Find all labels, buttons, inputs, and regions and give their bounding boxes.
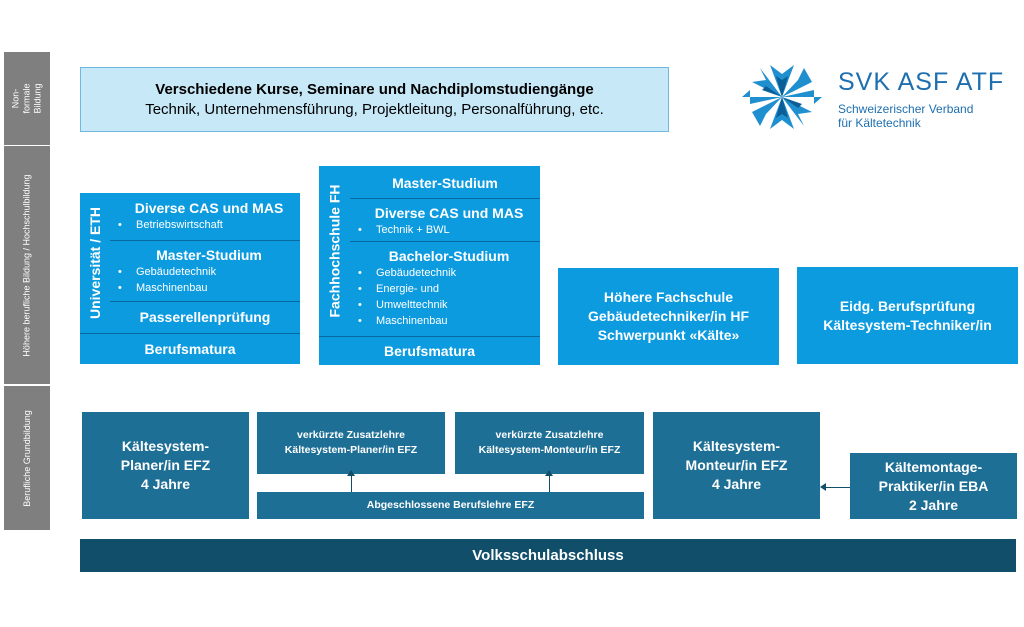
monteur-line3: 4 Jahre bbox=[711, 476, 762, 492]
logo-title: SVK ASF ATF bbox=[838, 68, 1005, 96]
planer-line2: Planer/in EFZ bbox=[120, 457, 211, 473]
side-label-higher-education: Höhere berufliche Bildung / Hochschulbil… bbox=[4, 146, 50, 384]
hf-line3: Schwerpunkt «Kälte» bbox=[597, 327, 740, 343]
hf-block: Höhere Fachschule Gebäudetechniker/in HF… bbox=[558, 268, 779, 365]
fh-label-text: Fachhochschule FH bbox=[326, 184, 343, 318]
bp-line2: Kältesystem-Techniker/in bbox=[823, 316, 992, 333]
uni-master-item: Gebäudetechnik bbox=[118, 264, 300, 280]
uni-master-title: Master-Studium bbox=[156, 247, 262, 263]
uni-cas-item: Betriebswirtschaft bbox=[118, 217, 300, 233]
volksschule-block: Volksschulabschluss bbox=[80, 539, 1016, 572]
fh-separator bbox=[350, 198, 540, 199]
bp-line1: Eidg. Berufsprüfung bbox=[839, 297, 976, 314]
fh-master-title: Master-Studium bbox=[392, 175, 498, 191]
fh-bachelor-item: Gebäudetechnik bbox=[358, 265, 540, 281]
uni-matura-cell: Berufsmatura bbox=[80, 340, 300, 358]
volksschule-label: Volksschulabschluss bbox=[472, 547, 624, 564]
fh-bachelor-item-cont: Umwelttechnik bbox=[376, 299, 448, 311]
fh-cas-cell: Diverse CAS und MAS Technik + BWL bbox=[350, 204, 540, 238]
logo-subtitle: Schweizerischer Verband für Kältetechnik bbox=[838, 102, 973, 130]
courses-banner-subtitle: Technik, Unternehmensführung, Projektlei… bbox=[145, 100, 604, 118]
uni-separator bbox=[110, 301, 300, 302]
uni-master-item: Maschinenbau bbox=[118, 280, 300, 296]
zusatz-planer-line1: verkürzte Zusatzlehre bbox=[297, 429, 405, 441]
fh-bachelor-cell: Bachelor-Studium Gebäudetechnik Energie-… bbox=[350, 247, 540, 329]
fh-matura-cell: Berufsmatura bbox=[319, 342, 540, 360]
monteur-line1: Kältesystem- bbox=[692, 438, 781, 454]
fh-master-cell: Master-Studium bbox=[350, 174, 540, 192]
logo-subtitle-line1: Schweizerischer Verband bbox=[838, 102, 974, 116]
fh-bachelor-item: Energie- und bbox=[358, 281, 540, 297]
fh-bachelor-item: Maschinenbau bbox=[358, 313, 540, 329]
zusatz-monteur-line1: verkürzte Zusatzlehre bbox=[495, 429, 604, 441]
fh-bachelor-title: Bachelor-Studium bbox=[388, 248, 510, 264]
fh-cas-title: Diverse CAS und MAS bbox=[374, 205, 524, 221]
fh-cas-item: Technik + BWL bbox=[358, 222, 540, 238]
monteur-line2: Monteur/in EFZ bbox=[685, 457, 788, 473]
uni-cas-title: Diverse CAS und MAS bbox=[134, 200, 284, 216]
logo-subtitle-line2: für Kältetechnik bbox=[838, 116, 921, 130]
completed-apprenticeship-label: Abgeschlossene Berufslehre EFZ bbox=[366, 499, 535, 511]
snowflake-icon bbox=[742, 65, 822, 129]
uni-passerelle-title: Passerellenprüfung bbox=[139, 309, 271, 325]
university-label-text: Universität / ETH bbox=[87, 206, 103, 320]
uni-matura-title: Berufsmatura bbox=[144, 341, 236, 357]
fh-matura-title: Berufsmatura bbox=[383, 343, 476, 359]
uni-master-cell: Master-Studium Gebäudetechnik Maschinenb… bbox=[110, 246, 300, 296]
fh-separator bbox=[350, 241, 540, 242]
side-label-higher-text: Höhere berufliche Bildung / Hochschulbil… bbox=[21, 173, 32, 357]
praktiker-line3: 2 Jahre bbox=[908, 496, 959, 513]
side-label-basic-text: Berufliche Grundbildung bbox=[21, 409, 32, 507]
hf-line1: Höhere Fachschule bbox=[603, 289, 734, 305]
courses-banner: Verschiedene Kurse, Seminare und Nachdip… bbox=[80, 67, 669, 132]
monteur-efz-block: Kältesystem- Monteur/in EFZ 4 Jahre bbox=[653, 412, 820, 519]
arrow-up-icon bbox=[347, 470, 355, 492]
bp-block: Eidg. Berufsprüfung Kältesystem-Technike… bbox=[797, 267, 1018, 364]
planer-efz-block: Kältesystem- Planer/in EFZ 4 Jahre bbox=[82, 412, 249, 519]
zusatz-planer-block: verkürzte Zusatzlehre Kältesystem-Planer… bbox=[257, 412, 445, 474]
svk-logo: SVK ASF ATF Schweizerischer Verband für … bbox=[740, 60, 1020, 135]
uni-separator bbox=[80, 333, 300, 334]
side-label-basic-education: Berufliche Grundbildung bbox=[4, 386, 50, 530]
praktiker-line1: Kältemontage- bbox=[884, 458, 983, 475]
uni-cas-cell: Diverse CAS und MAS Betriebswirtschaft bbox=[110, 199, 300, 233]
zusatz-planer-line2: Kältesystem-Planer/in EFZ bbox=[284, 444, 418, 456]
fh-separator bbox=[319, 336, 540, 337]
arrow-up-icon bbox=[545, 470, 553, 492]
praktiker-eba-block: Kältemontage- Praktiker/in EBA 2 Jahre bbox=[850, 453, 1017, 519]
university-label: Universität / ETH bbox=[80, 193, 110, 333]
planer-line3: 4 Jahre bbox=[140, 476, 191, 492]
fh-label: Fachhochschule FH bbox=[319, 166, 350, 336]
uni-passerelle-cell: Passerellenprüfung bbox=[110, 308, 300, 326]
zusatz-monteur-block: verkürzte Zusatzlehre Kältesystem-Monteu… bbox=[455, 412, 644, 474]
praktiker-line2: Praktiker/in EBA bbox=[878, 477, 989, 494]
side-label-nonformal-text: Non-formale Bildung bbox=[10, 83, 43, 114]
uni-separator bbox=[110, 240, 300, 241]
fh-bachelor-item: Umwelttechnik bbox=[358, 297, 540, 313]
planer-line1: Kältesystem- bbox=[121, 438, 210, 454]
courses-banner-title: Verschiedene Kurse, Seminare und Nachdip… bbox=[155, 80, 594, 98]
arrow-left-icon bbox=[820, 483, 850, 491]
hf-line2: Gebäudetechniker/in HF bbox=[587, 308, 750, 324]
zusatz-monteur-line2: Kältesystem-Monteur/in EFZ bbox=[478, 444, 621, 456]
side-label-nonformal: Non-formale Bildung bbox=[4, 52, 50, 145]
completed-apprenticeship-block: Abgeschlossene Berufslehre EFZ bbox=[257, 492, 644, 519]
